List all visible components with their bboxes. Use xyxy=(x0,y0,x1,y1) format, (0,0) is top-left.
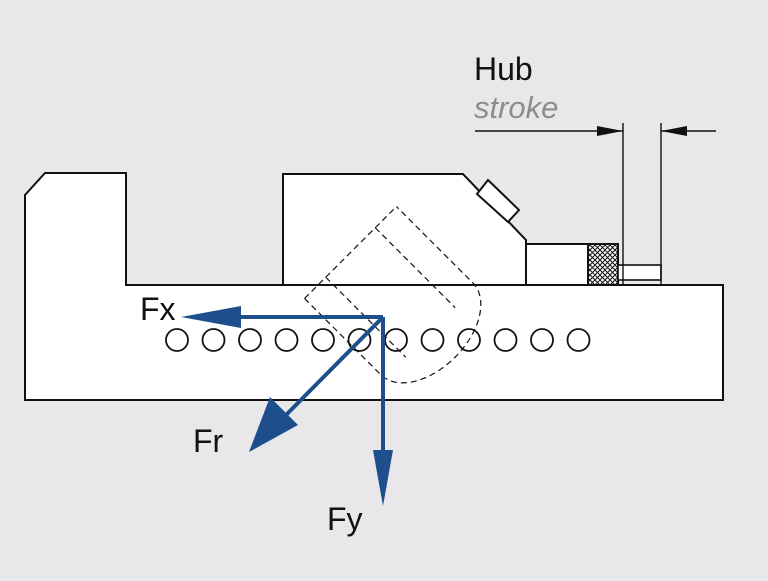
force-r-arrowhead xyxy=(249,397,298,452)
ball xyxy=(566,328,591,352)
ball xyxy=(274,328,299,352)
force-y-arrowhead xyxy=(373,450,393,506)
ball xyxy=(311,328,335,352)
base-rail xyxy=(24,172,724,401)
knurled-knob xyxy=(587,243,619,286)
spindle xyxy=(617,264,662,281)
force-vectors xyxy=(181,306,393,506)
ball xyxy=(530,328,554,352)
force-y-label: Fy xyxy=(327,501,363,537)
ball xyxy=(457,328,481,352)
stroke-label-en: stroke xyxy=(474,90,558,125)
force-x-label: Fx xyxy=(140,291,176,327)
drive-housing xyxy=(525,243,589,286)
ball xyxy=(347,328,372,352)
ball xyxy=(493,328,518,352)
hidden-inclined-bore xyxy=(304,206,482,384)
ball xyxy=(238,328,262,352)
ball xyxy=(165,328,189,352)
ball xyxy=(201,328,226,352)
force-r-arrow xyxy=(283,315,385,418)
force-r-label: Fr xyxy=(193,423,224,459)
stroke-label-de: Hub xyxy=(474,51,533,87)
stroke-dimension xyxy=(475,123,716,285)
ball xyxy=(420,328,445,352)
wedge-plate xyxy=(475,178,521,224)
ball-row xyxy=(165,328,591,352)
force-x-arrowhead xyxy=(181,306,241,328)
